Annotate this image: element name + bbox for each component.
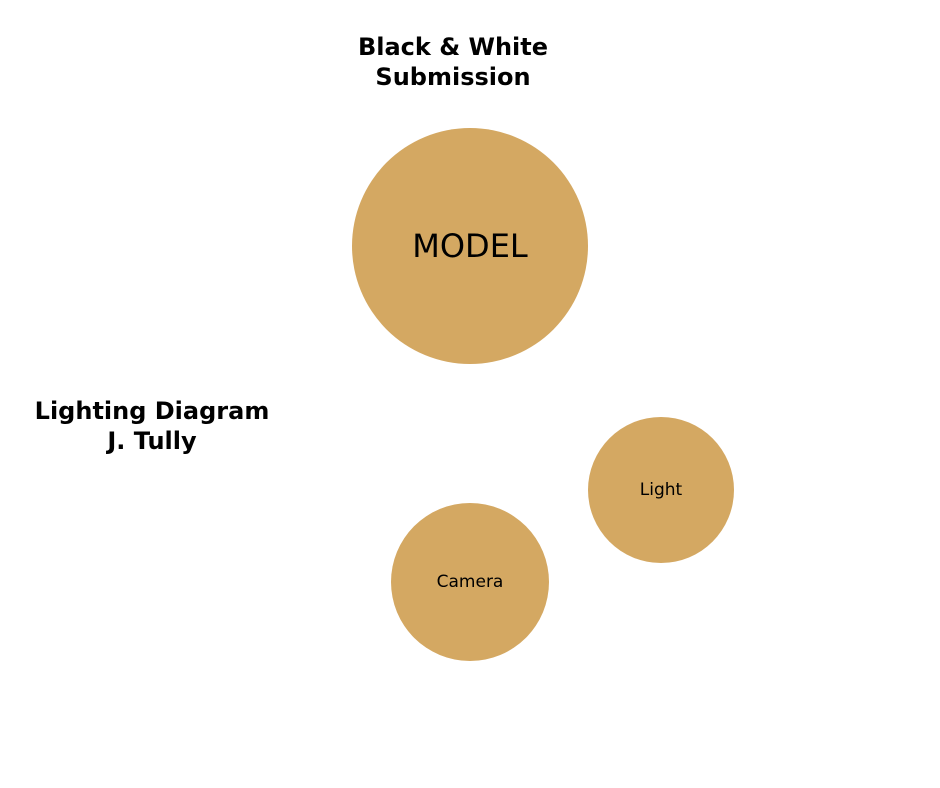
light-label: Light <box>639 480 683 500</box>
subtitle-line-1: Lighting Diagram <box>34 397 270 425</box>
diagram-subtitle: Lighting Diagram J. Tully <box>12 396 292 456</box>
diagram-title: Black & White Submission <box>303 32 603 92</box>
light-node: Light <box>588 417 734 563</box>
model-label: MODEL <box>412 227 528 265</box>
title-line-1: Black & White <box>357 33 549 61</box>
camera-label: Camera <box>436 572 504 592</box>
model-node: MODEL <box>352 128 588 364</box>
title-line-2: Submission <box>375 63 531 91</box>
camera-node: Camera <box>391 503 549 661</box>
subtitle-line-2: J. Tully <box>107 427 197 455</box>
